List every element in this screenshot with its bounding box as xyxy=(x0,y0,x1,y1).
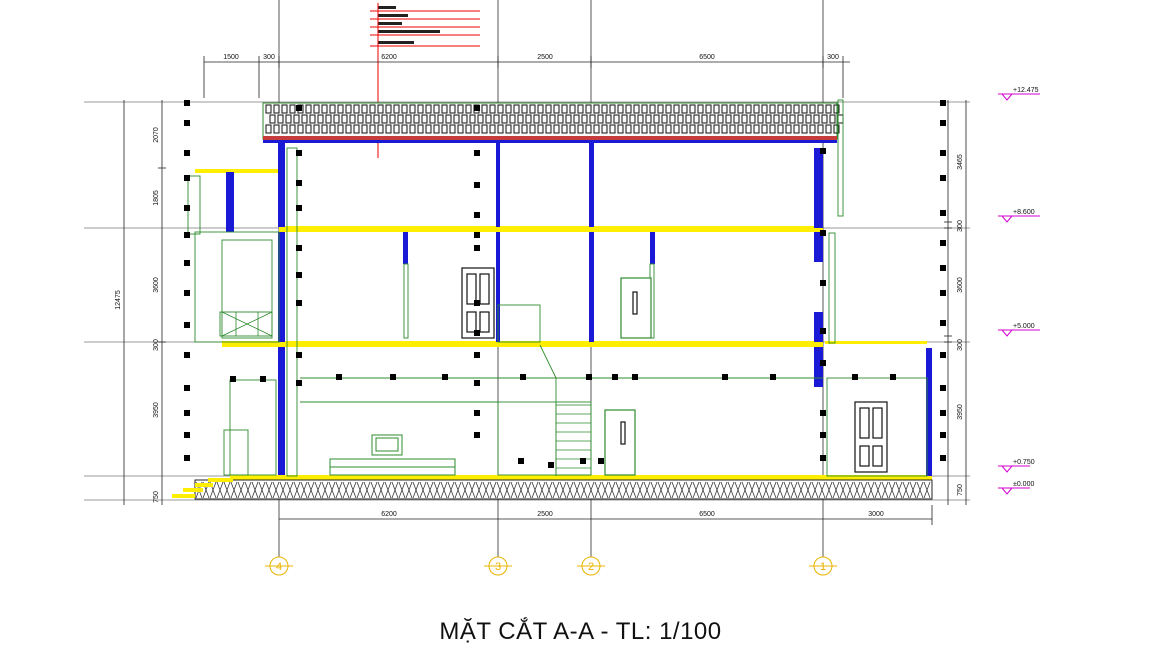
left-dim-4: 300 xyxy=(153,339,160,351)
bottom-dim-4: 3000 xyxy=(868,511,884,518)
balcony-railing xyxy=(221,311,273,337)
entrance-steps xyxy=(172,478,233,498)
axis-label-1: 1 xyxy=(820,561,826,573)
level-label-floor3: +8.600 xyxy=(1013,209,1035,216)
left-dim-1: 2070 xyxy=(153,127,160,143)
top-dim-labels: 1500 300 6200 2500 6500 300 xyxy=(223,54,839,61)
doors xyxy=(461,267,888,476)
level-label-floor1: +0.750 xyxy=(1013,459,1035,466)
left-dim-labels: 2070 1805 3600 300 3950 750 12475 xyxy=(115,127,160,503)
furniture xyxy=(329,434,456,476)
interior-stair xyxy=(555,404,592,476)
foundation xyxy=(194,479,933,500)
drawing-title: MẶT CẮT A-A - TL: 1/100 xyxy=(439,618,722,645)
right-dim-4: 300 xyxy=(957,339,964,351)
bottom-dimension-chain xyxy=(279,505,933,525)
axis-label-3: 3 xyxy=(495,561,501,573)
level-guides xyxy=(84,101,970,501)
level-markers xyxy=(998,93,1040,495)
right-dim-3: 3600 xyxy=(957,277,964,293)
right-dim-5: 3950 xyxy=(957,404,964,420)
roof-tiles xyxy=(262,102,844,143)
top-dim-6: 300 xyxy=(827,54,839,61)
green-outlines xyxy=(187,99,928,477)
right-dim-1: 3465 xyxy=(957,154,964,170)
level-label-ground: ±0.000 xyxy=(1013,481,1034,488)
top-dim-2: 300 xyxy=(263,54,275,61)
top-dim-4: 2500 xyxy=(537,54,553,61)
right-dim-2: 300 xyxy=(957,220,964,232)
axis-bubbles xyxy=(265,556,837,576)
top-dim-1: 1500 xyxy=(223,54,239,61)
left-dim-5: 3950 xyxy=(153,402,160,418)
right-dim-6: 750 xyxy=(957,484,964,496)
top-dim-3: 6200 xyxy=(381,54,397,61)
top-dim-5: 6500 xyxy=(699,54,715,61)
bottom-dim-1: 6200 xyxy=(381,511,397,518)
level-label-floor2: +5.000 xyxy=(1013,323,1035,330)
bottom-dim-3: 6500 xyxy=(699,511,715,518)
left-dim-total: 12475 xyxy=(115,290,122,310)
left-dim-3: 3600 xyxy=(153,277,160,293)
top-dimension-chain xyxy=(203,56,850,98)
side-dimension-chains xyxy=(123,100,967,505)
bottom-dim-labels: 6200 2500 6500 3000 xyxy=(381,511,884,518)
axis-label-4: 4 xyxy=(276,561,282,573)
left-dim-2: 1805 xyxy=(153,190,160,206)
legend-block xyxy=(370,3,480,158)
column-markers xyxy=(184,100,946,468)
level-labels: +12.475 +8.600 +5.000 +0.750 ±0.000 xyxy=(1013,87,1039,488)
level-label-roof: +12.475 xyxy=(1013,87,1039,94)
axis-labels: 4 3 2 1 xyxy=(276,561,826,573)
left-dim-6: 750 xyxy=(153,491,160,503)
right-dim-labels: 3465 300 3600 300 3950 750 xyxy=(957,154,964,496)
walls xyxy=(226,143,932,476)
bottom-dim-2: 2500 xyxy=(537,511,553,518)
axis-label-2: 2 xyxy=(588,561,594,573)
floor-slabs xyxy=(195,169,932,480)
